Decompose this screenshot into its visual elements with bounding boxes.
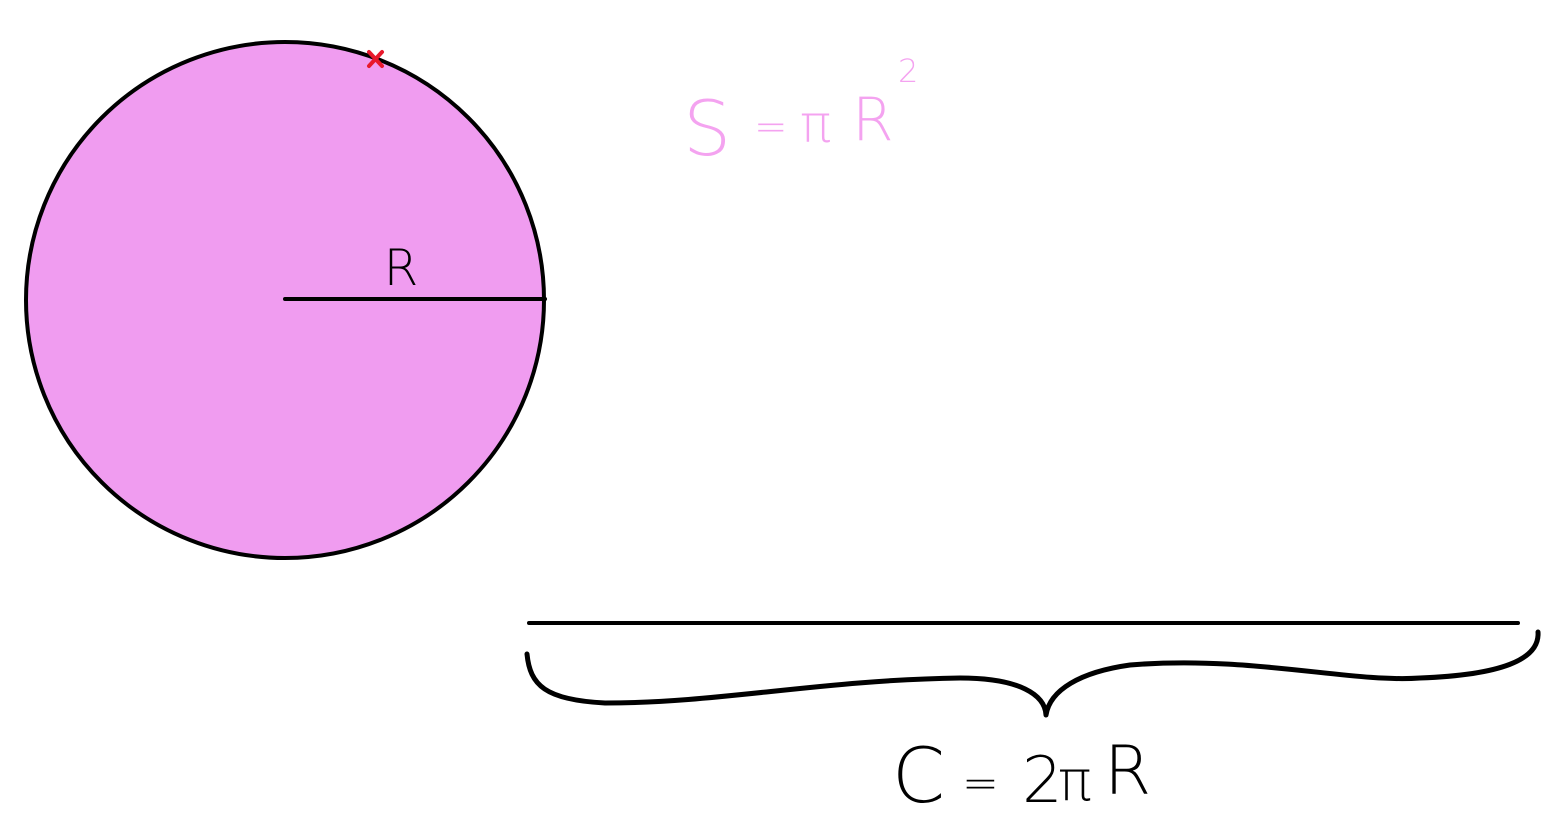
area-formula: S = π R 2 xyxy=(683,52,918,173)
start-point-marker xyxy=(367,50,384,68)
curly-brace xyxy=(524,629,1541,718)
area-formula-pi: π xyxy=(800,95,831,155)
area-formula-equals: = xyxy=(754,104,788,150)
circumference-formula-lhs: C xyxy=(892,731,945,820)
circumference-formula-equals: = xyxy=(962,758,999,809)
area-formula-exponent: 2 xyxy=(898,52,918,90)
circumference-formula-pi: π xyxy=(1058,749,1092,814)
area-formula-lhs: S xyxy=(683,84,731,173)
circumference-formula-coef: 2 xyxy=(1022,744,1063,818)
circumference-formula: C = 2 π R xyxy=(892,731,1151,820)
circumference-formula-var: R xyxy=(1104,732,1151,811)
area-formula-var: R xyxy=(852,85,894,155)
radius-label: R xyxy=(384,239,419,297)
